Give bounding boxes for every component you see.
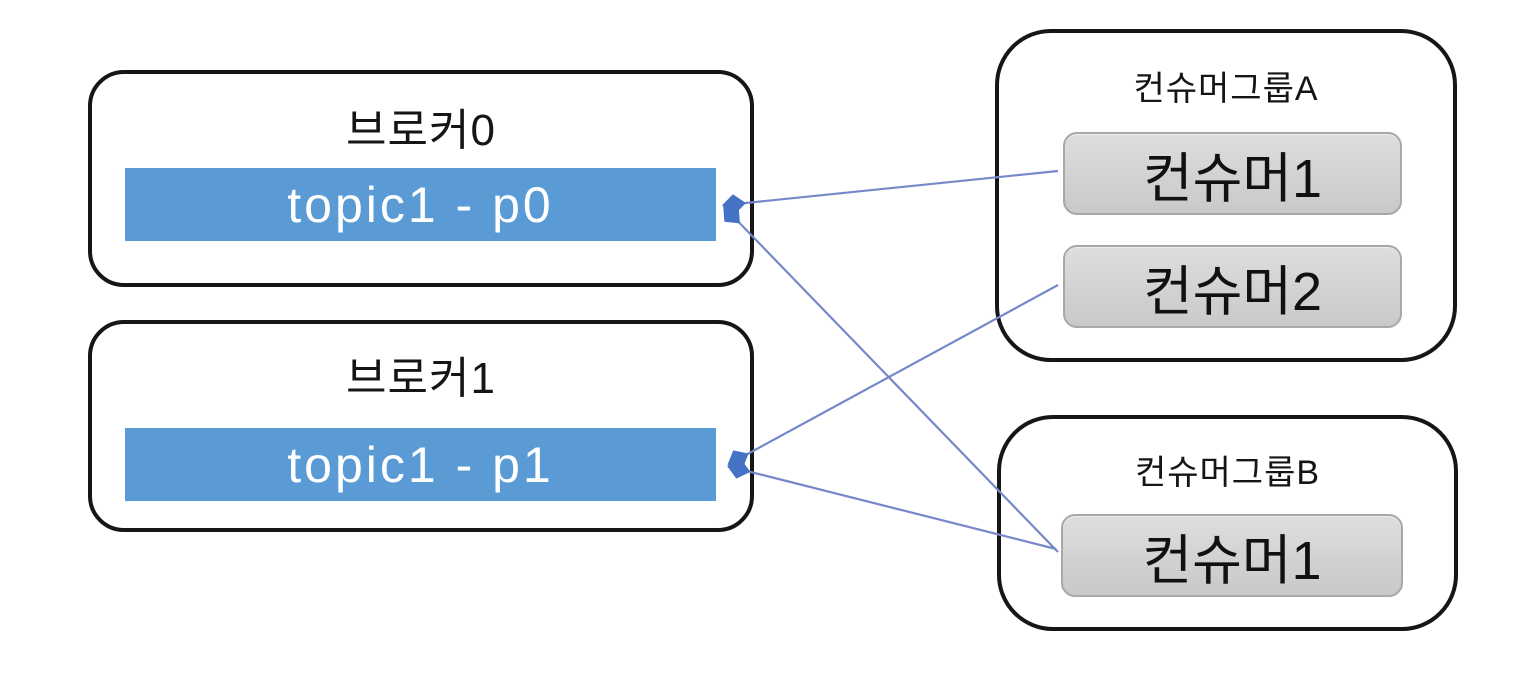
group-a-consumer2-box: 컨슈머2 xyxy=(1063,245,1402,328)
consumer-group-a-title: 컨슈머그룹A xyxy=(1133,70,1319,108)
group-b-consumer1-label: 컨슈머1 xyxy=(1142,531,1322,591)
broker0-title: 브로커0 xyxy=(346,106,496,155)
group-a-consumer2-label: 컨슈머2 xyxy=(1142,262,1323,322)
broker1-title: 브로커1 xyxy=(346,354,496,403)
group-a-consumer1-label: 컨슈머1 xyxy=(1142,149,1323,209)
consumer-group-b-box: 컨슈머그룹B 컨슈머1 xyxy=(997,415,1458,631)
group-b-consumer1-box: 컨슈머1 xyxy=(1061,514,1403,597)
broker1-box: 브로커1 topic1 - p1 xyxy=(88,320,754,532)
broker0-box: 브로커0 topic1 - p0 xyxy=(88,70,754,287)
group-a-consumer1-box: 컨슈머1 xyxy=(1063,132,1402,215)
broker0-partition-label: topic1 - p0 xyxy=(287,176,554,233)
broker0-partition-bar: topic1 - p0 xyxy=(125,168,716,241)
consumer-group-a-box: 컨슈머그룹A 컨슈머1 컨슈머2 xyxy=(995,29,1457,362)
broker1-partition-bar: topic1 - p1 xyxy=(125,428,716,501)
broker1-partition-label: topic1 - p1 xyxy=(287,436,554,493)
consumer-group-b-title: 컨슈머그룹B xyxy=(1134,454,1321,492)
